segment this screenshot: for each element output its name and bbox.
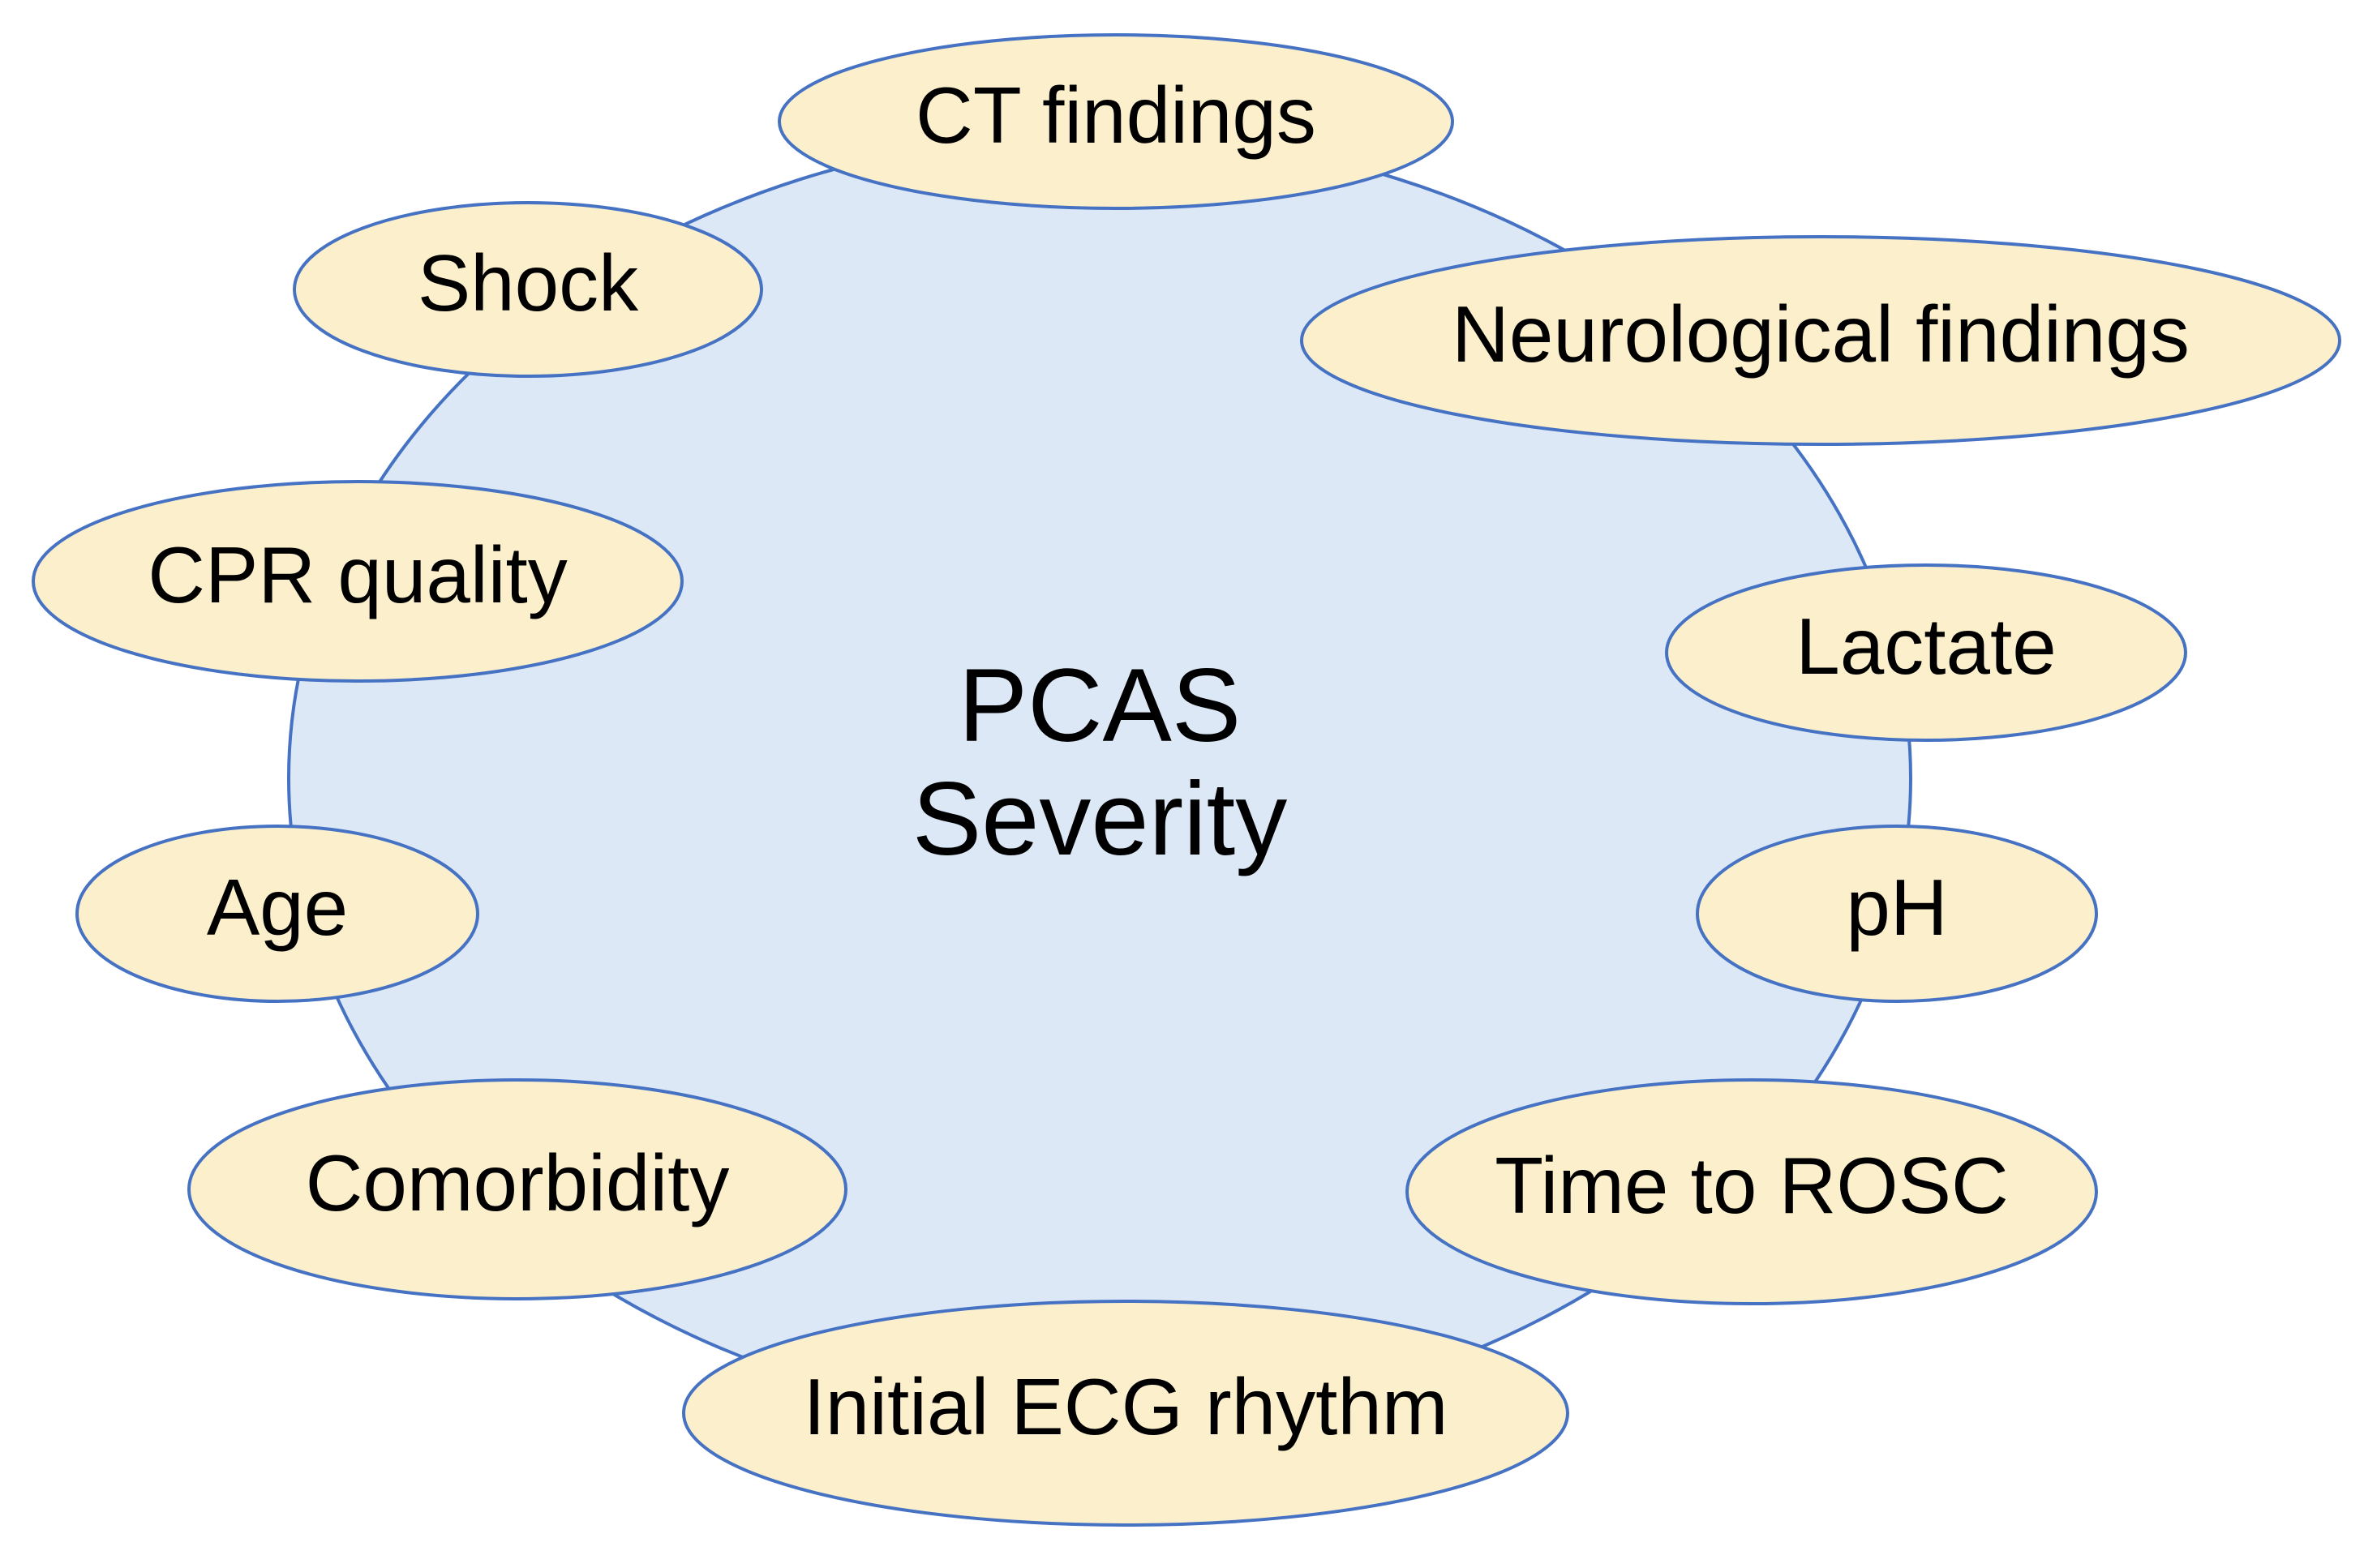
- factor-label: Lactate: [1796, 602, 2056, 691]
- factor-ellipse: [32, 480, 684, 683]
- factor-shock: Shock: [293, 201, 763, 378]
- factor-label: Neurological findings: [1452, 289, 2190, 379]
- factor-ct-findings: CT findings: [778, 33, 1454, 210]
- factor-ellipse: [1665, 563, 2187, 742]
- factor-ellipse: [778, 33, 1454, 210]
- factor-ph: pH: [1696, 825, 2098, 1003]
- factor-ellipse: [187, 1078, 847, 1300]
- center-title-line1: PCAS: [959, 648, 1242, 764]
- factor-label: Time to ROSC: [1495, 1141, 2008, 1230]
- factor-label: pH: [1846, 863, 1947, 952]
- factor-ellipse: [1696, 825, 2098, 1003]
- factor-label: CT findings: [916, 71, 1316, 160]
- factor-label: CPR quality: [148, 530, 567, 619]
- factor-ellipse: [75, 825, 479, 1003]
- factor-label: Initial ECG rhythm: [803, 1362, 1448, 1451]
- factor-neurological-findings: Neurological findings: [1300, 235, 2341, 446]
- factor-time-to-rosc: Time to ROSC: [1405, 1078, 2098, 1305]
- factor-ellipse: [1405, 1078, 2098, 1305]
- factor-initial-ecg-rhythm: Initial ECG rhythm: [682, 1300, 1569, 1527]
- factor-ellipse: [1300, 235, 2341, 446]
- factor-age: Age: [75, 825, 479, 1003]
- factor-ellipse: [682, 1300, 1569, 1527]
- factor-cpr-quality: CPR quality: [32, 480, 684, 683]
- factor-lactate: Lactate: [1665, 563, 2187, 742]
- factor-label: Shock: [418, 238, 639, 328]
- factor-ellipse: [293, 201, 763, 378]
- factor-label: Age: [207, 863, 348, 952]
- center-title-line2: Severity: [912, 761, 1287, 877]
- factor-comorbidity: Comorbidity: [187, 1078, 847, 1300]
- factor-label: Comorbidity: [306, 1138, 730, 1227]
